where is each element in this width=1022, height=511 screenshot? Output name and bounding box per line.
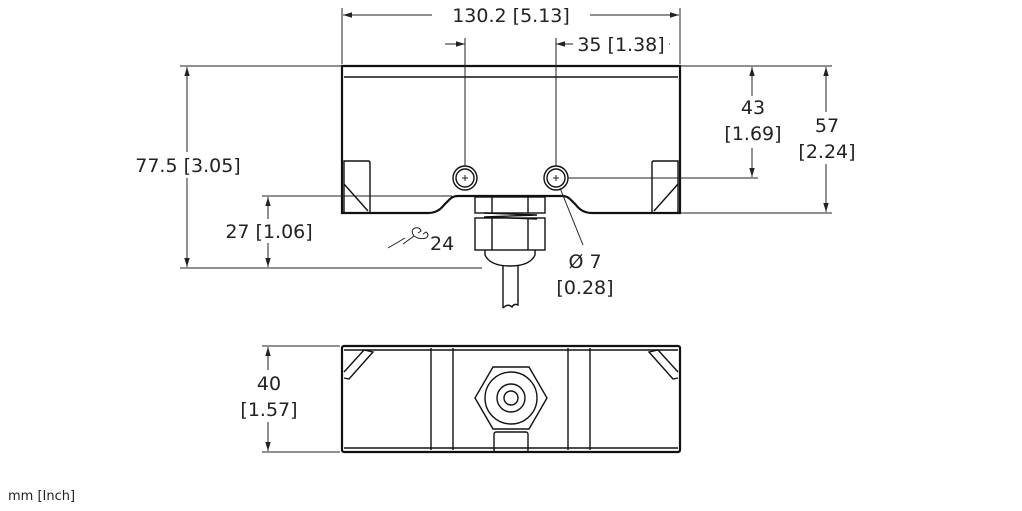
- overall-width-label: 130.2 [5.13]: [452, 5, 570, 27]
- overall-height-label: 77.5 [3.05]: [135, 155, 240, 177]
- depth-in-label: [1.57]: [240, 399, 297, 421]
- depth-mm-label: 40: [257, 373, 281, 395]
- mounting-hole-left: [452, 165, 478, 191]
- hole-height-mm-label: 43: [741, 97, 765, 119]
- units-note: mm [Inch]: [8, 489, 75, 504]
- front-view: [340, 64, 682, 309]
- gland-height-label: 27 [1.06]: [225, 221, 312, 243]
- cable-gland: [474, 196, 546, 309]
- body-height-in-label: [2.24]: [798, 141, 855, 163]
- hole-diameter-mm-label: Ø 7: [568, 251, 601, 273]
- body-height-mm-label: 57: [815, 115, 839, 137]
- hole-spacing-label: 35 [1.38]: [577, 34, 664, 56]
- mounting-hole-right: [543, 165, 569, 191]
- hole-height-in-label: [1.69]: [724, 123, 781, 145]
- wrench-icon: [402, 227, 429, 245]
- wrench-size-label: 24: [430, 233, 454, 255]
- hole-diameter-in-label: [0.28]: [556, 277, 613, 299]
- bottom-view: [262, 344, 682, 454]
